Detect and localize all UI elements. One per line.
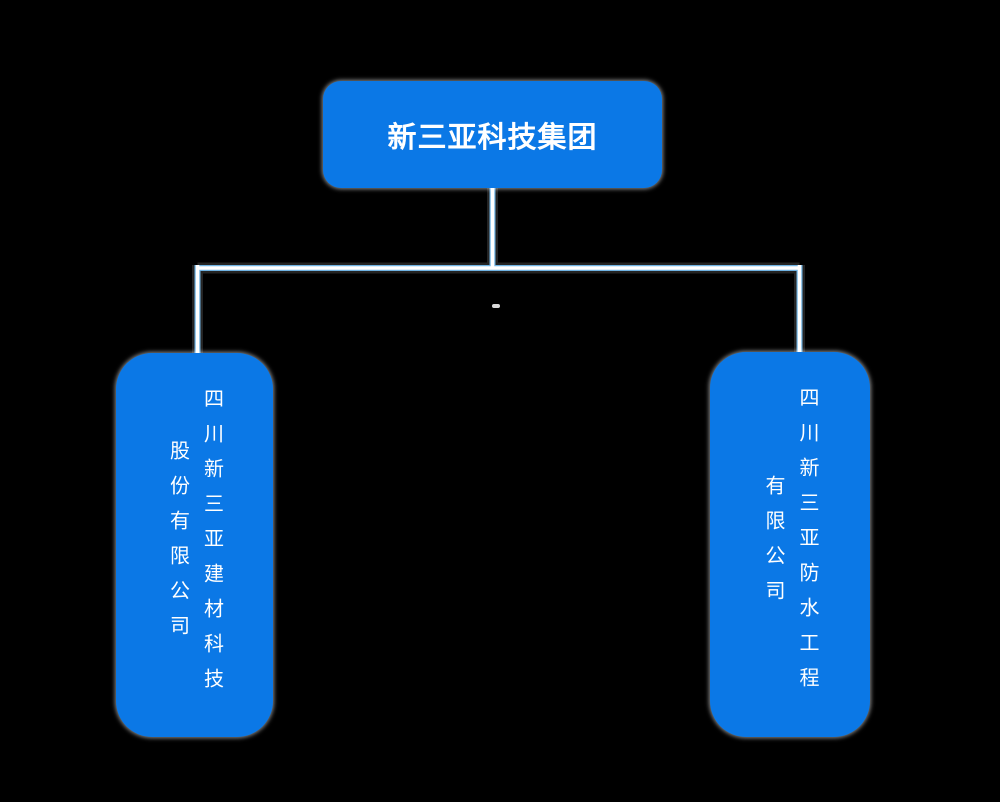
- org-node-child-1[interactable]: 四川新三亚建材科技 股份有限公司: [116, 353, 273, 737]
- org-node-child-2[interactable]: 四川新三亚防水工程 有限公司: [710, 352, 870, 737]
- org-node-root-label: 新三亚科技集团: [387, 121, 598, 154]
- connector-junction-dot: [492, 304, 500, 308]
- org-node-root[interactable]: 新三亚科技集团: [323, 81, 662, 188]
- org-node-child-1-label: 四川新三亚建材科技 股份有限公司: [166, 387, 223, 703]
- org-node-child-2-label: 四川新三亚防水工程 有限公司: [762, 387, 818, 702]
